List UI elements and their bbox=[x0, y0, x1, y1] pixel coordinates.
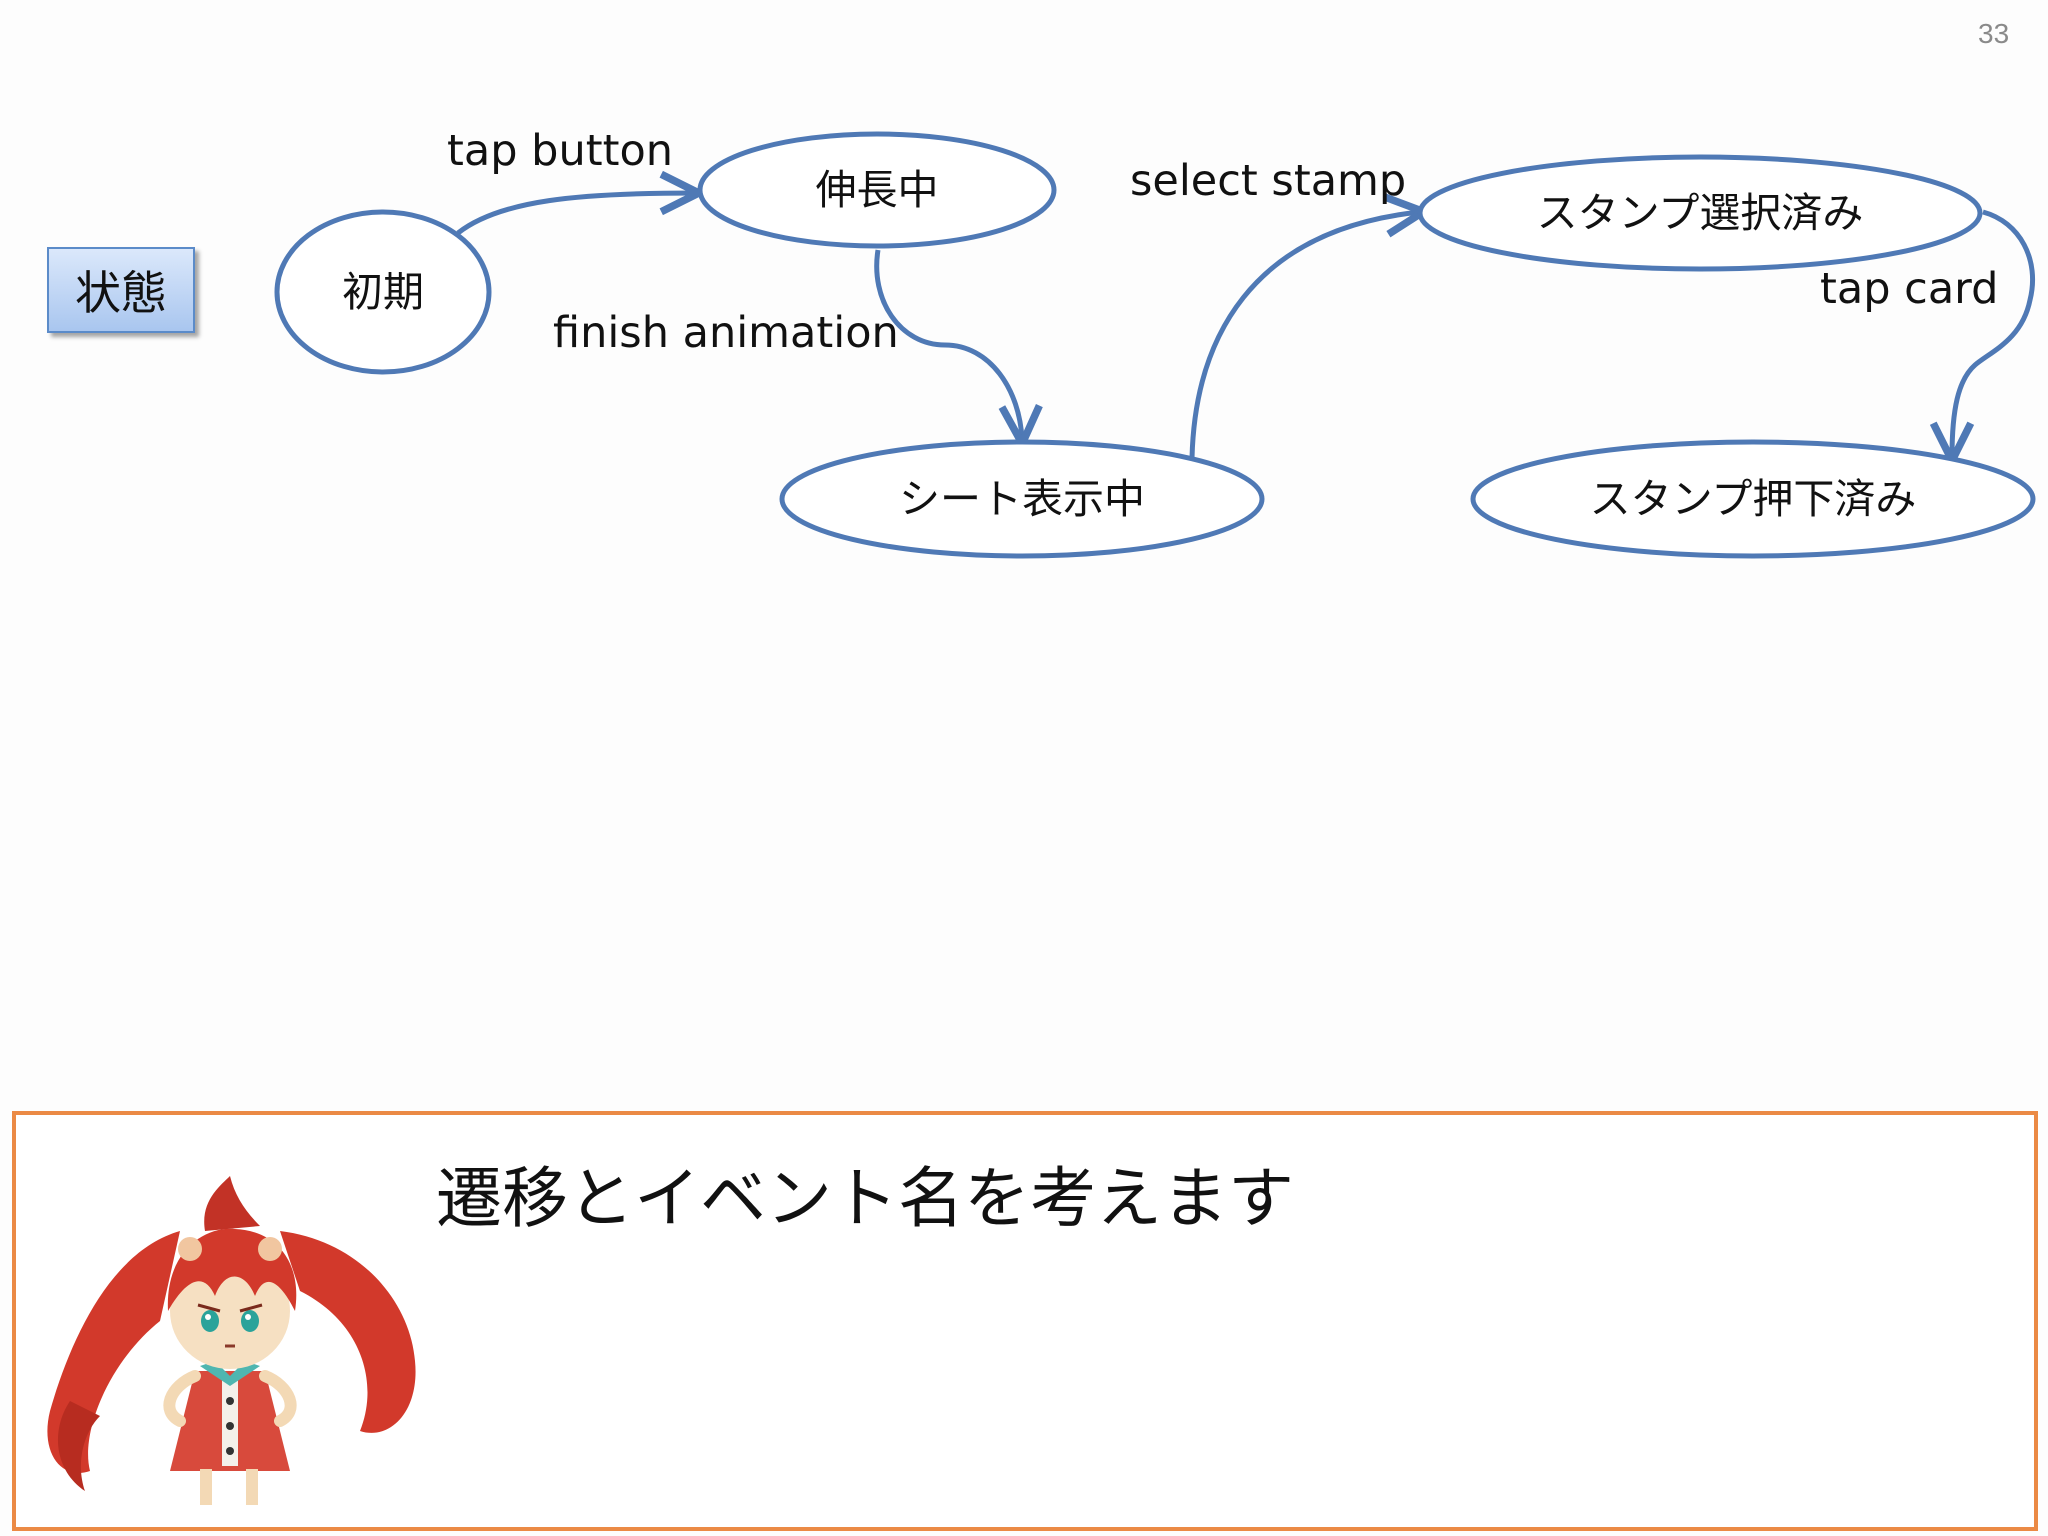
caption-box: 遷移とイベント名を考えます bbox=[12, 1111, 2038, 1531]
state-label-text: 状態 bbox=[75, 266, 167, 320]
edge-label-select-stamp: select stamp bbox=[1130, 156, 1406, 206]
node-initial-label: 初期 bbox=[342, 268, 424, 316]
node-extending-label: 伸長中 bbox=[816, 166, 939, 214]
node-initial bbox=[274, 209, 492, 375]
edge-label-finish-animation: finish animation bbox=[553, 308, 899, 358]
mascot-character-image bbox=[47, 1176, 416, 1505]
state-diagram: 初期 伸長中 シート表示中 スタンプ選択済み スタンプ押下済み tap butt… bbox=[274, 126, 2036, 559]
edge-select-stamp bbox=[1189, 212, 1420, 459]
node-stamp-pressed bbox=[1470, 439, 2036, 559]
node-sheet-showing bbox=[779, 439, 1265, 559]
caption-text: 遷移とイベント名を考えます bbox=[436, 1160, 1294, 1237]
node-sheet-showing-label: シート表示中 bbox=[899, 475, 1145, 523]
page-number: 33 bbox=[1978, 18, 2010, 49]
edge-label-tap-button: tap button bbox=[447, 126, 673, 176]
node-stamp-pressed-label: スタンプ押下済み bbox=[1590, 475, 1917, 523]
edge-tap-button bbox=[456, 193, 695, 235]
node-stamp-selected-label: スタンプ選択済み bbox=[1537, 189, 1864, 237]
node-stamp-selected bbox=[1417, 154, 1983, 272]
edge-label-tap-card: tap card bbox=[1820, 264, 1998, 314]
state-label-box: 状態 bbox=[47, 247, 195, 333]
edge-finish-animation bbox=[874, 249, 1022, 440]
node-extending bbox=[697, 131, 1057, 249]
edge-tap-card bbox=[1952, 209, 2036, 457]
